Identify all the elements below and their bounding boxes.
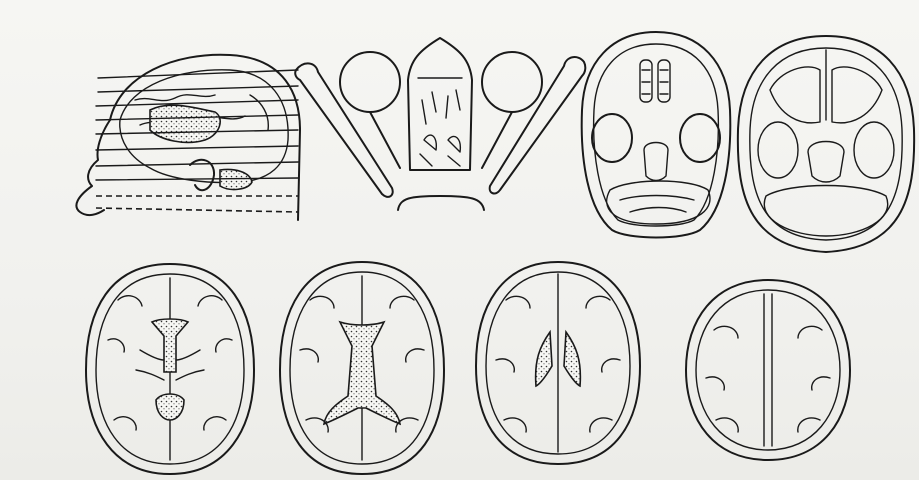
lateral-brain-panel: [76, 55, 300, 220]
axial-slice-4: [738, 36, 914, 252]
axial-slice-7: [476, 262, 640, 464]
axial-slice-5: [86, 264, 254, 474]
skull-base-panel: [295, 38, 585, 210]
axial-slice-6: [280, 262, 444, 474]
axial-slice-3: [582, 32, 731, 238]
axial-slice-8: [686, 280, 850, 460]
